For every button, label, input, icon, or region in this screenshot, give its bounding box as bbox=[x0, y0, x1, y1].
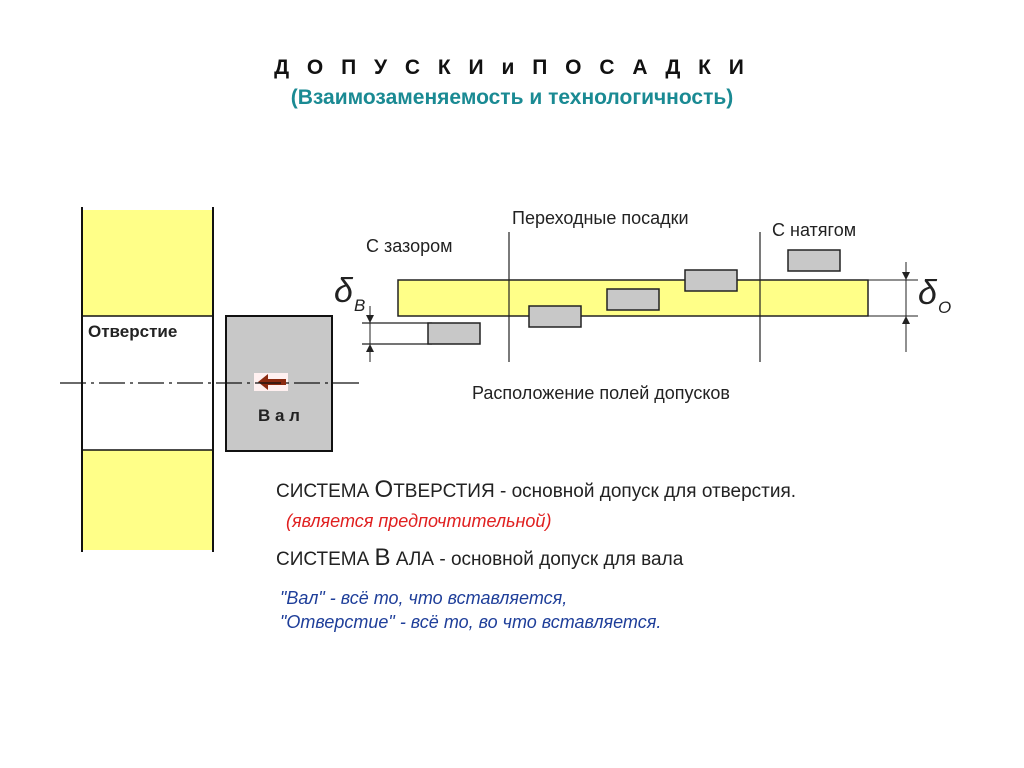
shaft-system-big-letter: В bbox=[374, 544, 391, 571]
interference-label: С натягом bbox=[772, 220, 856, 240]
shaft-system-prefix: СИСТЕМА bbox=[276, 549, 375, 570]
hole-label: Отверстие bbox=[88, 322, 177, 341]
hole-system-big-letter: О bbox=[374, 476, 394, 503]
delta-hole-symbol: δ bbox=[918, 274, 938, 312]
shaft-tolerance-dimension bbox=[366, 306, 374, 362]
hole-tolerance-dimension bbox=[868, 262, 918, 352]
preferred-note: (является предпочтительной) bbox=[286, 511, 552, 531]
transition-label: Переходные посадки bbox=[512, 208, 689, 228]
hole-wall-bottom bbox=[82, 450, 213, 550]
hole-wall-top bbox=[82, 210, 213, 316]
page-title: Д О П У С К И и П О С А Д К И bbox=[274, 56, 750, 79]
shaft-label: В а л bbox=[258, 406, 300, 425]
delta-hole-sub: О bbox=[938, 298, 951, 317]
shaft-field-transition-2 bbox=[606, 288, 660, 311]
definition-hole: "Отверстие" - всё то, во что вставляется… bbox=[280, 612, 662, 632]
shaft-system-word: АЛА bbox=[390, 549, 435, 570]
hole-system-prefix: СИСТЕМА bbox=[276, 481, 375, 502]
shaft-field-transition-3 bbox=[684, 269, 738, 292]
shaft-field-transition-1 bbox=[528, 305, 582, 328]
hole-system-desc: - основной допуск для отверстия. bbox=[494, 481, 797, 502]
hole-system-word: ТВЕРСТИЯ bbox=[393, 481, 495, 502]
clearance-label: С зазором bbox=[366, 236, 453, 256]
shaft-system-desc: - основной допуск для вала bbox=[434, 549, 684, 570]
shaft-field-clearance bbox=[427, 322, 481, 345]
tolerance-caption: Расположение полей допусков bbox=[472, 383, 730, 403]
delta-shaft-sub: В bbox=[354, 296, 365, 315]
shaft-system-line: СИСТЕМА В АЛА - основной допуск для вала bbox=[276, 544, 683, 572]
hole-system-line: СИСТЕМА ОТВЕРСТИЯ - основной допуск для … bbox=[276, 476, 796, 504]
shaft-field-interference bbox=[787, 249, 841, 272]
insert-arrow-icon bbox=[258, 374, 286, 390]
page-subtitle: (Взаимозаменяемость и технологичность) bbox=[290, 86, 734, 109]
delta-shaft-symbol: δ bbox=[334, 272, 354, 310]
definition-shaft: "Вал" - всё то, что вставляется, bbox=[280, 588, 568, 608]
